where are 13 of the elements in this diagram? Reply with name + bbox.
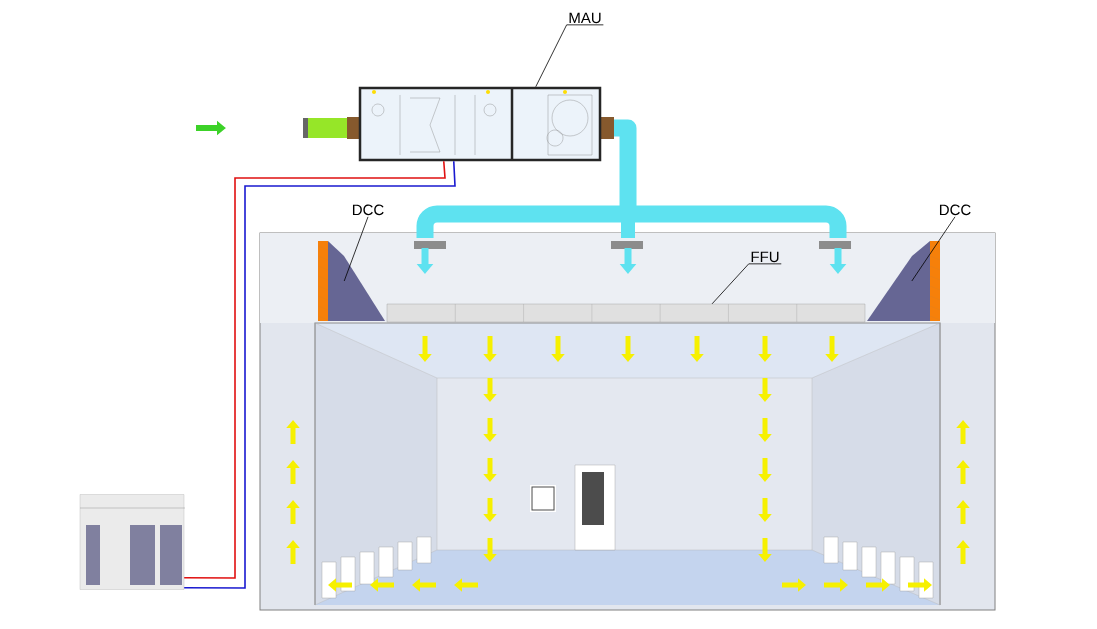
callout-label: MAU xyxy=(569,12,601,24)
callout-label: FFU xyxy=(751,251,779,263)
outdoor-unit-drawing xyxy=(79,494,186,590)
leader-line xyxy=(343,216,369,282)
filter-fan-unit-drawing xyxy=(386,303,866,323)
callout-label: DCC xyxy=(353,204,384,216)
leader-line xyxy=(911,216,956,282)
air-handling-unit-drawing xyxy=(358,86,602,162)
cooling-coil-drawing xyxy=(867,241,941,321)
cooling-coil-drawing xyxy=(317,241,385,321)
leader-line xyxy=(711,263,782,305)
callout-label: DCC xyxy=(940,204,971,216)
leader-line xyxy=(535,24,604,88)
